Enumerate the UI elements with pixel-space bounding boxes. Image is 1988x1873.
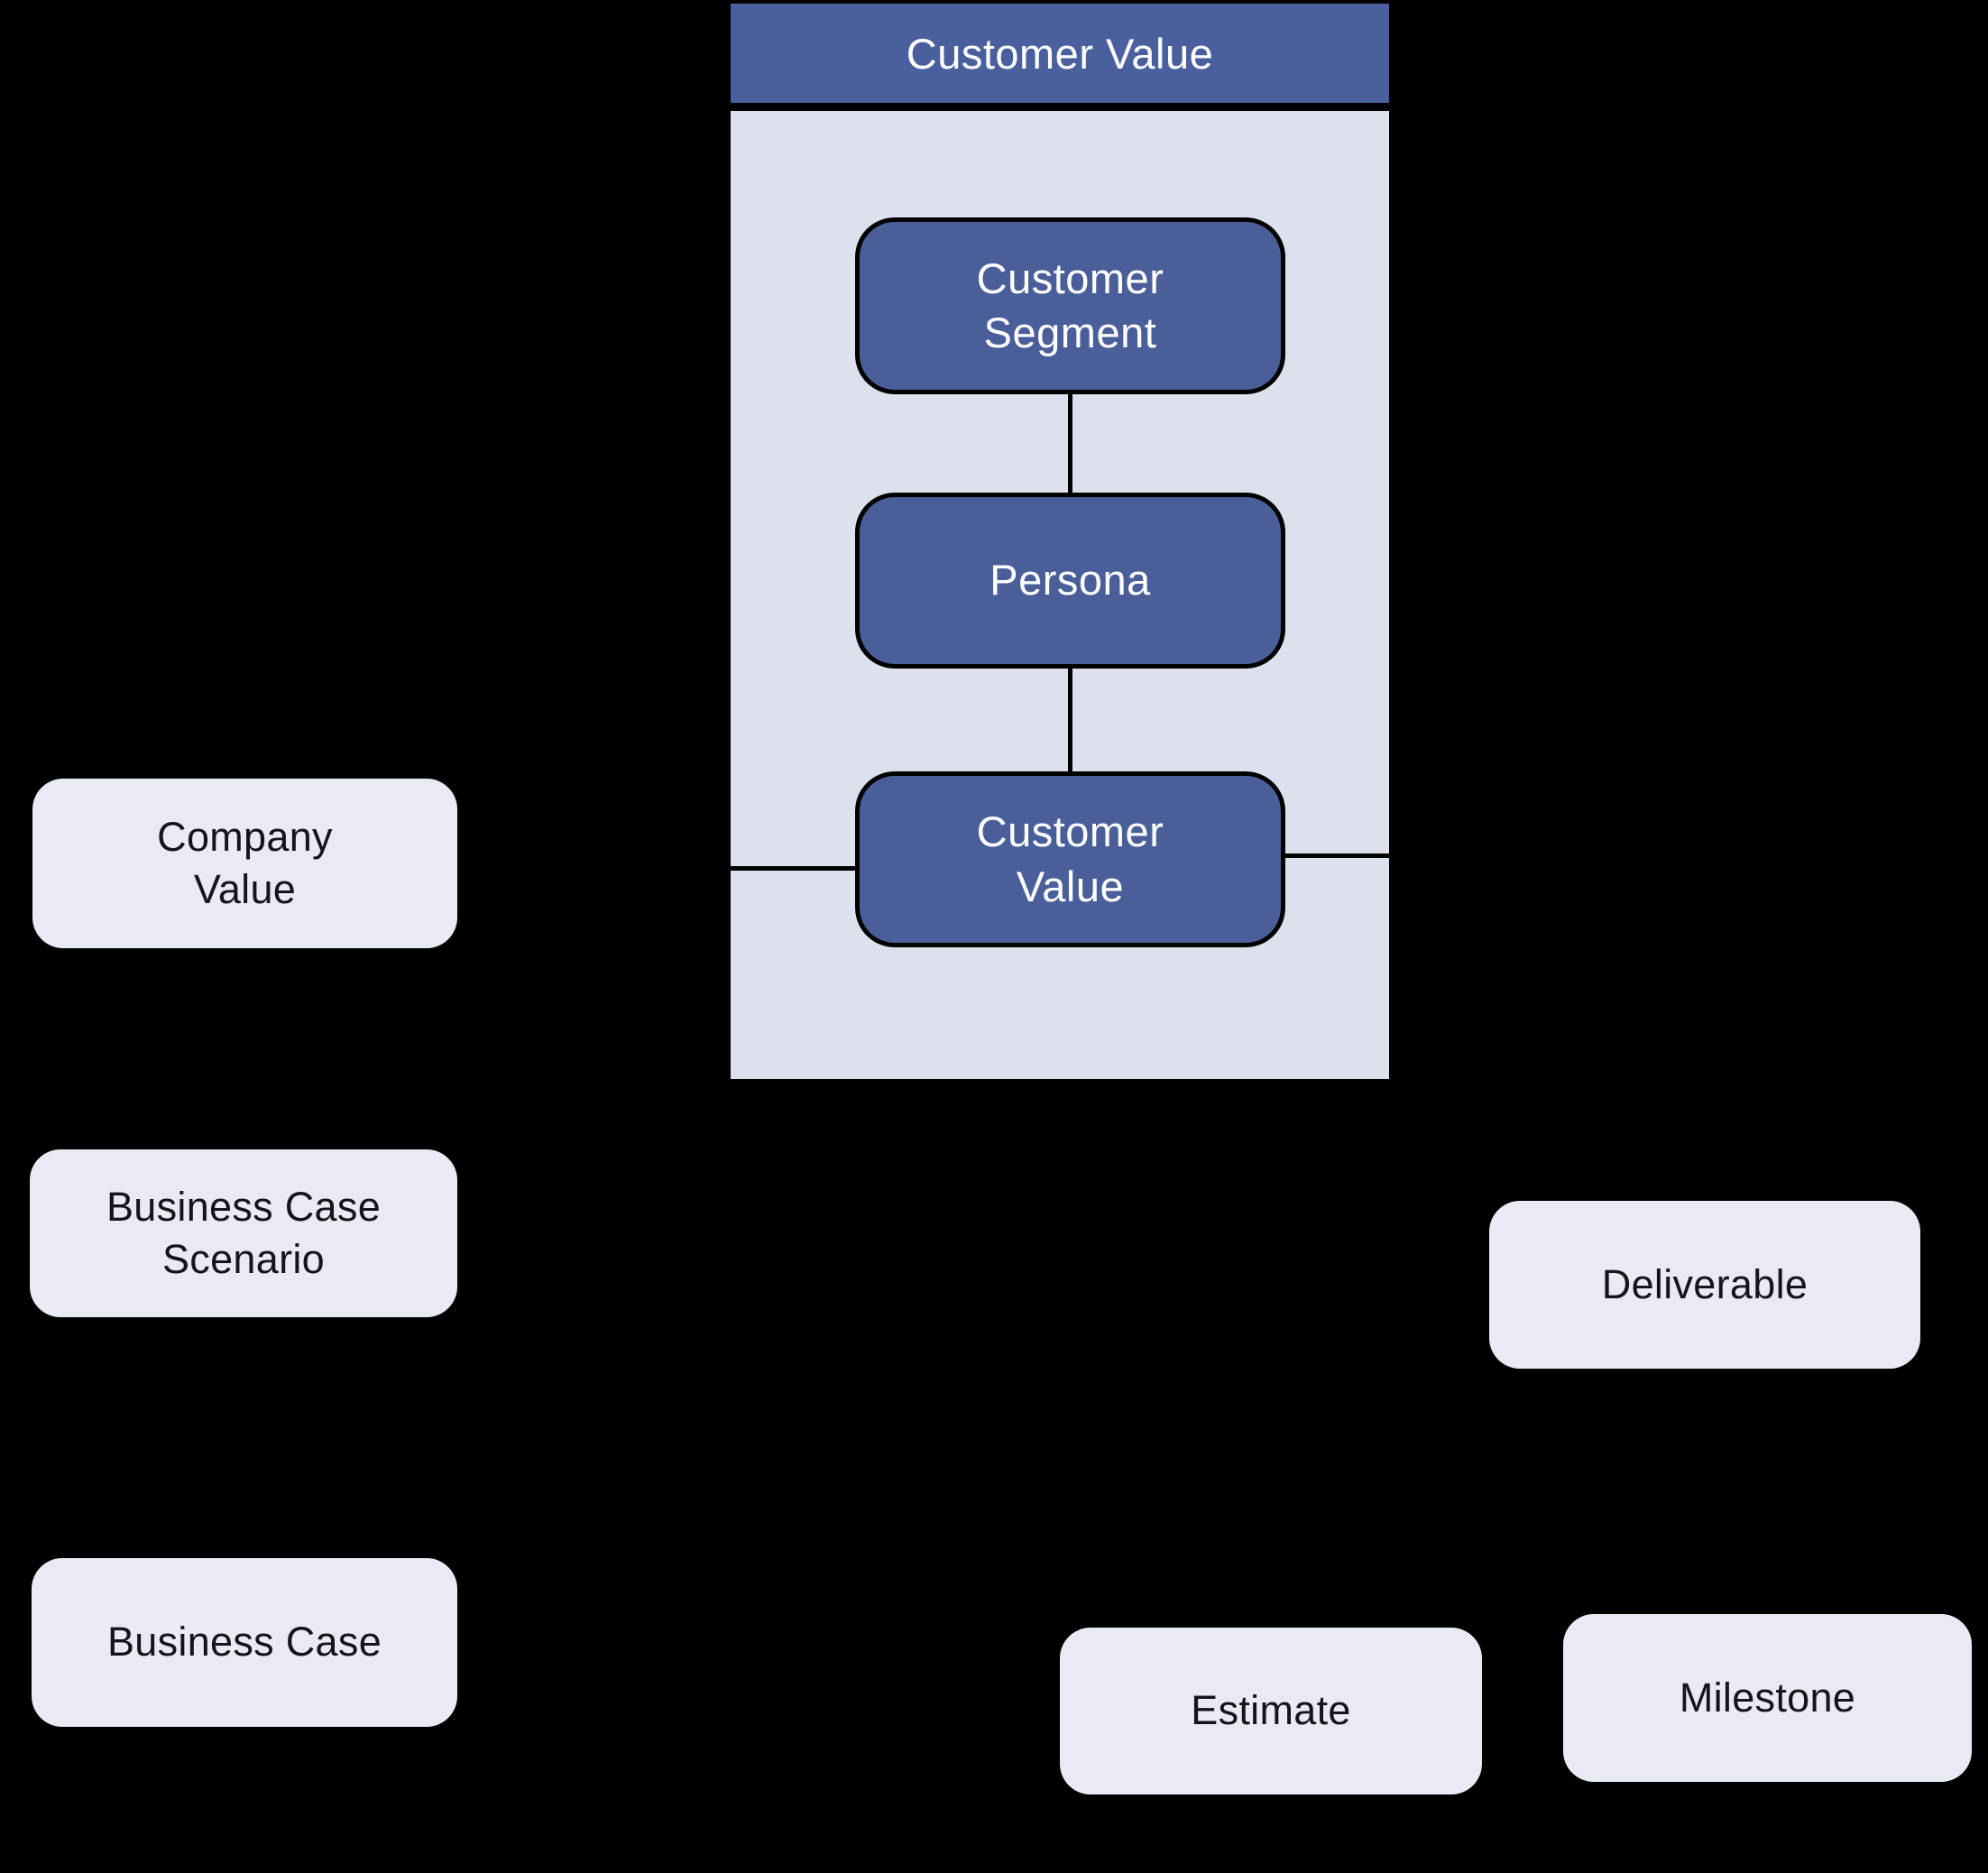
customer-value-group-title: Customer Value <box>906 29 1214 78</box>
card-deliverable: Deliverable <box>1489 1201 1920 1369</box>
node-persona: Persona <box>855 493 1285 669</box>
card-milestone: Milestone <box>1563 1614 1972 1782</box>
card-business-case-label: Business Case <box>106 1619 382 1665</box>
customer-value-group-header: Customer Value <box>731 4 1389 103</box>
node-customer-value: Customer Value <box>855 771 1285 947</box>
card-estimate: Estimate <box>1060 1628 1482 1795</box>
card-business-case: Business Case <box>32 1558 457 1727</box>
connector-right-to-deliverable <box>1285 853 1389 858</box>
card-company-value: Company Value <box>32 779 457 948</box>
node-persona-label: Persona <box>989 556 1151 604</box>
connector-segment-to-persona <box>1068 394 1072 494</box>
connector-left-to-company-value <box>731 866 855 871</box>
card-estimate-label: Estimate <box>1191 1687 1351 1734</box>
node-customer-value-label: Customer Value <box>976 807 1164 910</box>
card-company-value-label: Company Value <box>157 813 333 913</box>
card-business-case-scenario-label: Business Case Scenario <box>106 1183 382 1283</box>
card-business-case-scenario: Business Case Scenario <box>30 1149 457 1317</box>
card-milestone-label: Milestone <box>1679 1674 1856 1721</box>
node-customer-segment-label: Customer Segment <box>976 254 1164 356</box>
card-deliverable-label: Deliverable <box>1601 1260 1809 1307</box>
node-customer-segment: Customer Segment <box>855 217 1285 394</box>
connector-persona-to-value <box>1068 669 1072 772</box>
